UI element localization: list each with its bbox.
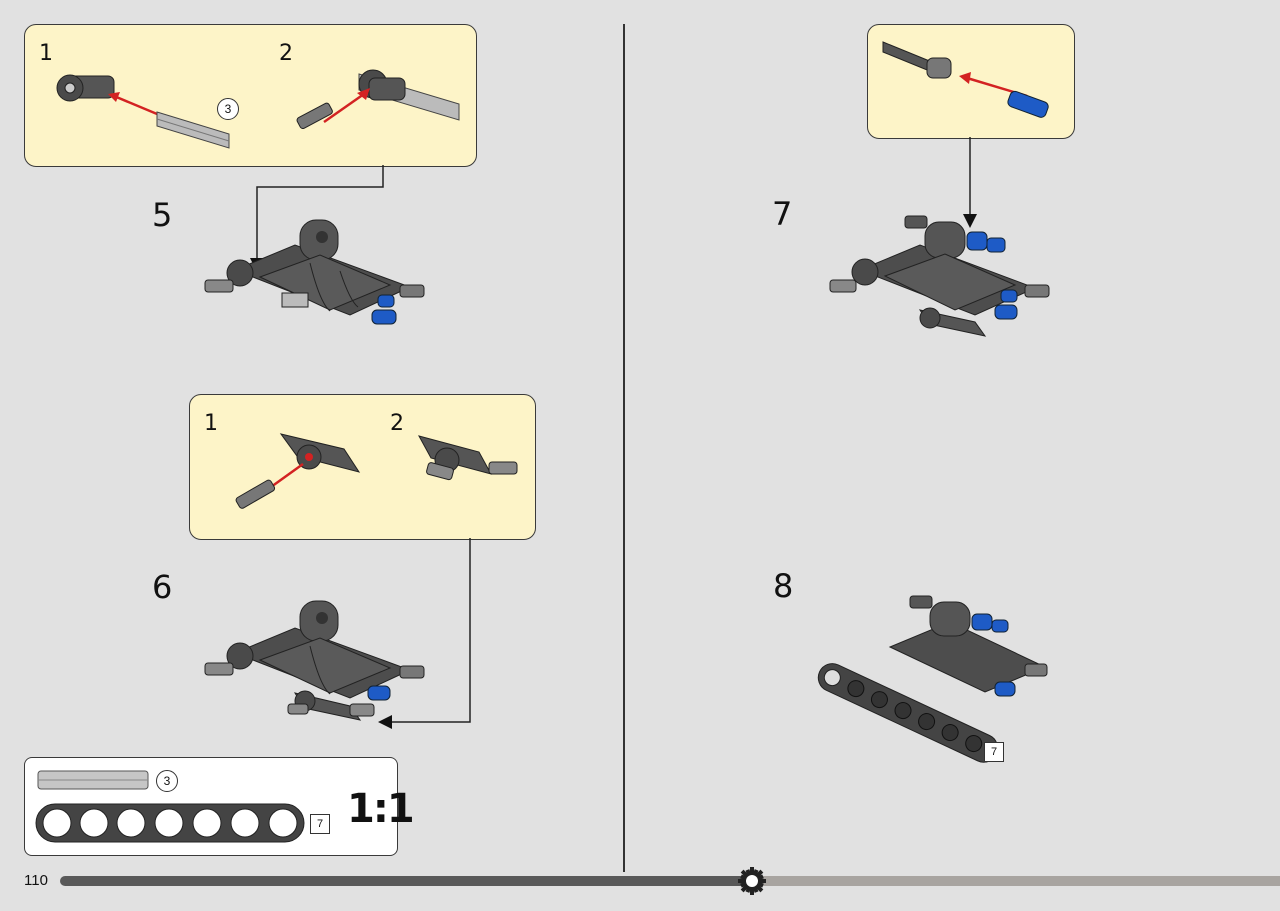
step6-pin-part bbox=[235, 479, 276, 509]
step7-model bbox=[829, 215, 1050, 337]
parts-list-scale: 1:1 bbox=[347, 786, 415, 832]
step6-substep-1: 1 bbox=[204, 411, 218, 436]
step8-model bbox=[817, 595, 1048, 763]
parts-list-axle-quantity: 3 bbox=[156, 770, 178, 792]
step7-callout bbox=[867, 24, 1075, 139]
step5-pin-part bbox=[296, 102, 333, 130]
step5-connector-part bbox=[56, 74, 115, 102]
step6-cross-connector-part bbox=[279, 433, 361, 473]
step8-beam-length: 7 bbox=[984, 742, 1004, 762]
step7-axle-part bbox=[882, 41, 952, 79]
progress-bar-remaining bbox=[752, 876, 1280, 886]
step6-callout-parts bbox=[235, 433, 518, 509]
step5-substep-1: 1 bbox=[39, 41, 53, 66]
parts-list-beam-length: 7 bbox=[310, 814, 330, 834]
step7-callout-parts bbox=[882, 41, 1049, 118]
parts-list-axle bbox=[37, 770, 149, 790]
parts-list-beam bbox=[35, 803, 305, 843]
step6-assembled-part bbox=[418, 435, 518, 481]
step5-callout-parts bbox=[56, 69, 460, 149]
step6-number: 6 bbox=[152, 568, 173, 606]
page-number: 110 bbox=[24, 872, 48, 889]
step7-blue-pin-part bbox=[1007, 90, 1049, 118]
step5-quantity-badge: 3 bbox=[217, 98, 239, 120]
progress-bar-filled bbox=[60, 876, 752, 886]
step5-axle-part bbox=[156, 111, 230, 149]
parts-list-drawings bbox=[35, 770, 305, 843]
step7-number: 7 bbox=[772, 195, 793, 233]
parts-list-box: 3 7 1:1 bbox=[24, 757, 415, 856]
step5-model bbox=[204, 219, 425, 325]
step5-substep-2: 2 bbox=[279, 41, 293, 66]
page-divider bbox=[623, 24, 625, 872]
step6-substep-2: 2 bbox=[390, 411, 404, 436]
step8-number: 8 bbox=[773, 567, 794, 605]
step6-model bbox=[204, 600, 425, 721]
gear-icon bbox=[738, 867, 766, 895]
step5-number: 5 bbox=[152, 196, 173, 234]
